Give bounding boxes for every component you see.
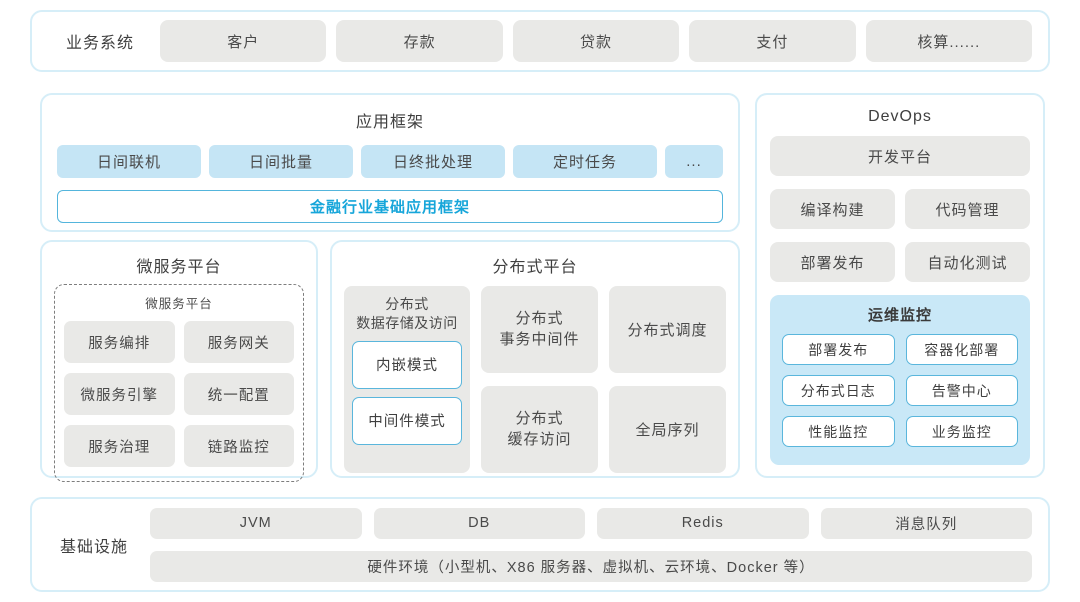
infrastructure-row: JVM DB Redis 消息队列 — [150, 507, 1032, 539]
tool-automated-testing: 自动化测试 — [905, 242, 1030, 282]
module-scheduled-task: 定时任务 — [513, 145, 657, 178]
ms-service-governance: 服务治理 — [64, 425, 175, 467]
business-item-payment: 支付 — [689, 20, 856, 62]
distributed-storage-title: 分布式 数据存储及访问 — [356, 296, 458, 331]
distributed-middle-column: 分布式 事务中间件 分布式 缓存访问 — [481, 286, 598, 473]
storage-embedded-mode: 内嵌模式 — [352, 340, 462, 389]
business-item-loan: 贷款 — [512, 20, 680, 62]
ops-performance-monitoring: 性能监控 — [782, 416, 895, 447]
module-daytime-batch: 日间批量 — [209, 145, 353, 178]
infra-db: DB — [373, 507, 585, 539]
devops-tools-row-1: 编译构建 代码管理 — [770, 189, 1030, 229]
ms-link-monitoring: 链路监控 — [183, 425, 294, 467]
module-ellipsis: ... — [665, 145, 723, 178]
infrastructure-label: 基础设施 — [59, 538, 128, 556]
ops-containerized-deploy: 容器化部署 — [905, 334, 1018, 365]
hardware-environment: 硬件环境（小型机、X86 服务器、虚拟机、云环境、Docker 等） — [150, 550, 1032, 582]
ms-service-orchestration: 服务编排 — [64, 321, 175, 363]
ops-monitoring-grid: 部署发布 容器化部署 分布式日志 告警中心 性能监控 业务监控 — [782, 334, 1018, 447]
business-item-deposit: 存款 — [336, 20, 503, 62]
devops-section: DevOps 开发平台 编译构建 代码管理 部署发布 自动化测试 运维监控 部署… — [755, 93, 1045, 478]
module-daytime-online: 日间联机 — [57, 145, 201, 178]
business-systems-label: 业务系统 — [65, 35, 134, 52]
finance-base-framework: 金融行业基础应用框架 — [57, 190, 723, 223]
ops-business-monitoring: 业务监控 — [905, 416, 1018, 447]
ops-deploy-release: 部署发布 — [782, 334, 895, 365]
microservice-inner-title: 微服务平台 — [145, 297, 213, 311]
microservice-grid: 服务编排 服务网关 微服务引擎 统一配置 服务治理 链路监控 — [64, 321, 294, 467]
tool-deploy-release: 部署发布 — [770, 242, 895, 282]
microservice-inner-panel: 微服务平台 服务编排 服务网关 微服务引擎 统一配置 服务治理 链路监控 — [54, 284, 304, 482]
business-item-accounting: 核算...... — [865, 20, 1033, 62]
infrastructure-content: JVM DB Redis 消息队列 硬件环境（小型机、X86 服务器、虚拟机、云… — [150, 507, 1032, 582]
ms-unified-config: 统一配置 — [183, 373, 294, 415]
app-framework-modules: 日间联机 日间批量 日终批处理 定时任务 ... — [57, 145, 723, 178]
distributed-right-column: 分布式调度 全局序列 — [609, 286, 726, 473]
ms-service-gateway: 服务网关 — [183, 321, 294, 363]
app-framework-section: 应用框架 日间联机 日间批量 日终批处理 定时任务 ... 金融行业基础应用框架 — [40, 93, 740, 232]
devops-title: DevOps — [868, 108, 932, 125]
microservice-platform-section: 微服务平台 微服务平台 服务编排 服务网关 微服务引擎 统一配置 服务治理 链路… — [40, 240, 318, 482]
distributed-platform-section: 分布式平台 分布式 数据存储及访问 内嵌模式 中间件模式 分布式 事务中间件 分… — [330, 240, 740, 478]
infra-jvm: JVM — [150, 507, 362, 539]
microservice-platform-title: 微服务平台 — [136, 259, 222, 276]
distributed-storage-box: 分布式 数据存储及访问 内嵌模式 中间件模式 — [344, 286, 470, 473]
app-framework-title: 应用框架 — [355, 114, 424, 131]
ops-alert-center: 告警中心 — [905, 375, 1018, 406]
distributed-platform-body: 分布式 数据存储及访问 内嵌模式 中间件模式 分布式 事务中间件 分布式 缓存访… — [344, 286, 726, 473]
distributed-platform-title: 分布式平台 — [492, 259, 578, 276]
module-eod-batch: 日终批处理 — [361, 145, 505, 178]
tool-compile-build: 编译构建 — [770, 189, 895, 229]
storage-middleware-mode: 中间件模式 — [352, 396, 462, 445]
distributed-scheduling: 分布式调度 — [609, 286, 726, 373]
infra-message-queue: 消息队列 — [820, 507, 1032, 539]
global-sequence: 全局序列 — [609, 386, 726, 473]
ops-distributed-log: 分布式日志 — [782, 375, 895, 406]
dev-platform: 开发平台 — [770, 136, 1030, 176]
infra-redis: Redis — [597, 507, 809, 539]
devops-tools-row-2: 部署发布 自动化测试 — [770, 242, 1030, 282]
distributed-cache-access: 分布式 缓存访问 — [481, 386, 598, 473]
ms-microservice-engine: 微服务引擎 — [64, 373, 175, 415]
ops-monitoring-panel: 运维监控 部署发布 容器化部署 分布式日志 告警中心 性能监控 业务监控 — [770, 295, 1030, 465]
business-systems-section: 业务系统 客户 存款 贷款 支付 核算...... — [30, 10, 1050, 72]
business-item-customer: 客户 — [160, 20, 327, 62]
ops-monitoring-title: 运维监控 — [867, 307, 932, 324]
distributed-transaction-middleware: 分布式 事务中间件 — [481, 286, 598, 373]
infrastructure-section: 基础设施 JVM DB Redis 消息队列 硬件环境（小型机、X86 服务器、… — [30, 497, 1050, 592]
tool-code-management: 代码管理 — [905, 189, 1030, 229]
